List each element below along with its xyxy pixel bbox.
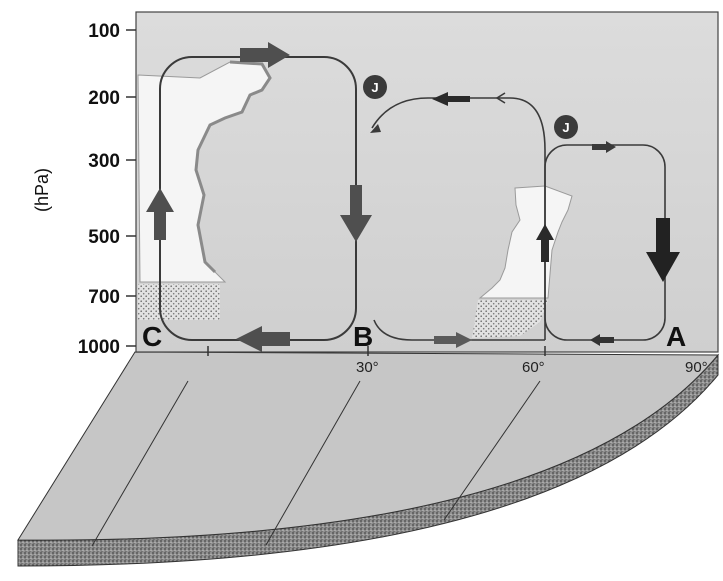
jet-stream-circle (554, 115, 578, 139)
jet-stream-circle (363, 75, 387, 99)
arrow-hadley-ascend (146, 188, 174, 240)
latitude-axis: 30° 60° 90° (207, 346, 708, 376)
jet-stream-label: J (371, 80, 378, 95)
point-label-a: A (666, 321, 686, 352)
arrow-polar-top (592, 141, 616, 153)
arrow-ferrel-top (432, 92, 470, 106)
flow-arrows (146, 42, 680, 352)
jet-stream-marker-2: J (554, 115, 578, 139)
point-label-b: B (353, 321, 373, 352)
arrow-ferrel-bottom (434, 332, 472, 348)
axis-tick-label-700: 700 (88, 287, 120, 308)
ferrel-upper-chevron (495, 92, 506, 104)
arrow-ferrel-ascend (536, 224, 554, 262)
jet-stream-marker-1: J (363, 75, 387, 99)
atmosphere-panel (135, 11, 719, 353)
ferrel-cell-loop-lower (373, 319, 545, 341)
arrow-hadley-descend (340, 185, 372, 242)
axis-tick-label-300: 300 (88, 151, 120, 172)
axis-tick-label-200: 200 (88, 88, 120, 109)
latitude-label-60: 60° (522, 359, 545, 376)
latitude-line-15 (91, 380, 189, 547)
earth-surface (17, 351, 720, 567)
pressure-unit-label: (hPa) (32, 168, 52, 212)
ferrel-upper-arrowhead (370, 124, 381, 133)
axis-tick-label-500: 500 (88, 227, 120, 248)
stipple-area-mid (472, 300, 548, 338)
arrow-polar-bottom (590, 334, 614, 346)
stipple-area-left (138, 284, 220, 320)
cloud-ferrel (478, 185, 573, 299)
latitude-line-60 (443, 380, 541, 521)
earth-top-face (17, 351, 720, 541)
arrow-hadley-bottom (236, 326, 290, 352)
arrow-polar-descend (646, 218, 680, 282)
latitude-label-90: 90° (685, 359, 708, 376)
latitude-line-30 (265, 380, 361, 546)
point-label-c: C (142, 321, 162, 352)
axis-tick-label-1000: 1000 (78, 337, 120, 358)
jet-stream-label: J (562, 120, 569, 135)
axis-tick-label-100: 100 (88, 21, 120, 42)
latitude-label-30: 30° (356, 359, 379, 376)
arrow-hadley-top (240, 42, 290, 68)
pressure-axis: 100 200 300 500 700 1000 (hPa) (32, 21, 136, 358)
cloud-hadley-shadow (194, 60, 272, 274)
